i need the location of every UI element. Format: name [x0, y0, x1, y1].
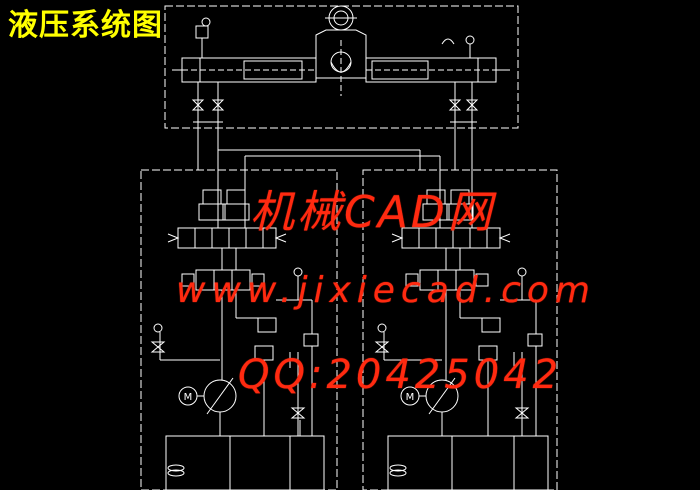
cylinder-left: [181, 57, 317, 83]
diagram-title: 液压系统图: [8, 8, 163, 43]
motor-label-right: M: [406, 392, 415, 403]
pressure-switch-left: [195, 17, 211, 58]
power-unit-right: [362, 169, 558, 490]
crossover-piping: [197, 149, 473, 170]
rotary-actuator: [315, 5, 367, 96]
motor-label-left: M: [184, 392, 193, 403]
shutoff-valves-top: [191, 99, 479, 123]
cylinder-right: [365, 57, 497, 83]
power-unit-left: [140, 169, 338, 490]
pressure-switch-right: [441, 35, 475, 58]
